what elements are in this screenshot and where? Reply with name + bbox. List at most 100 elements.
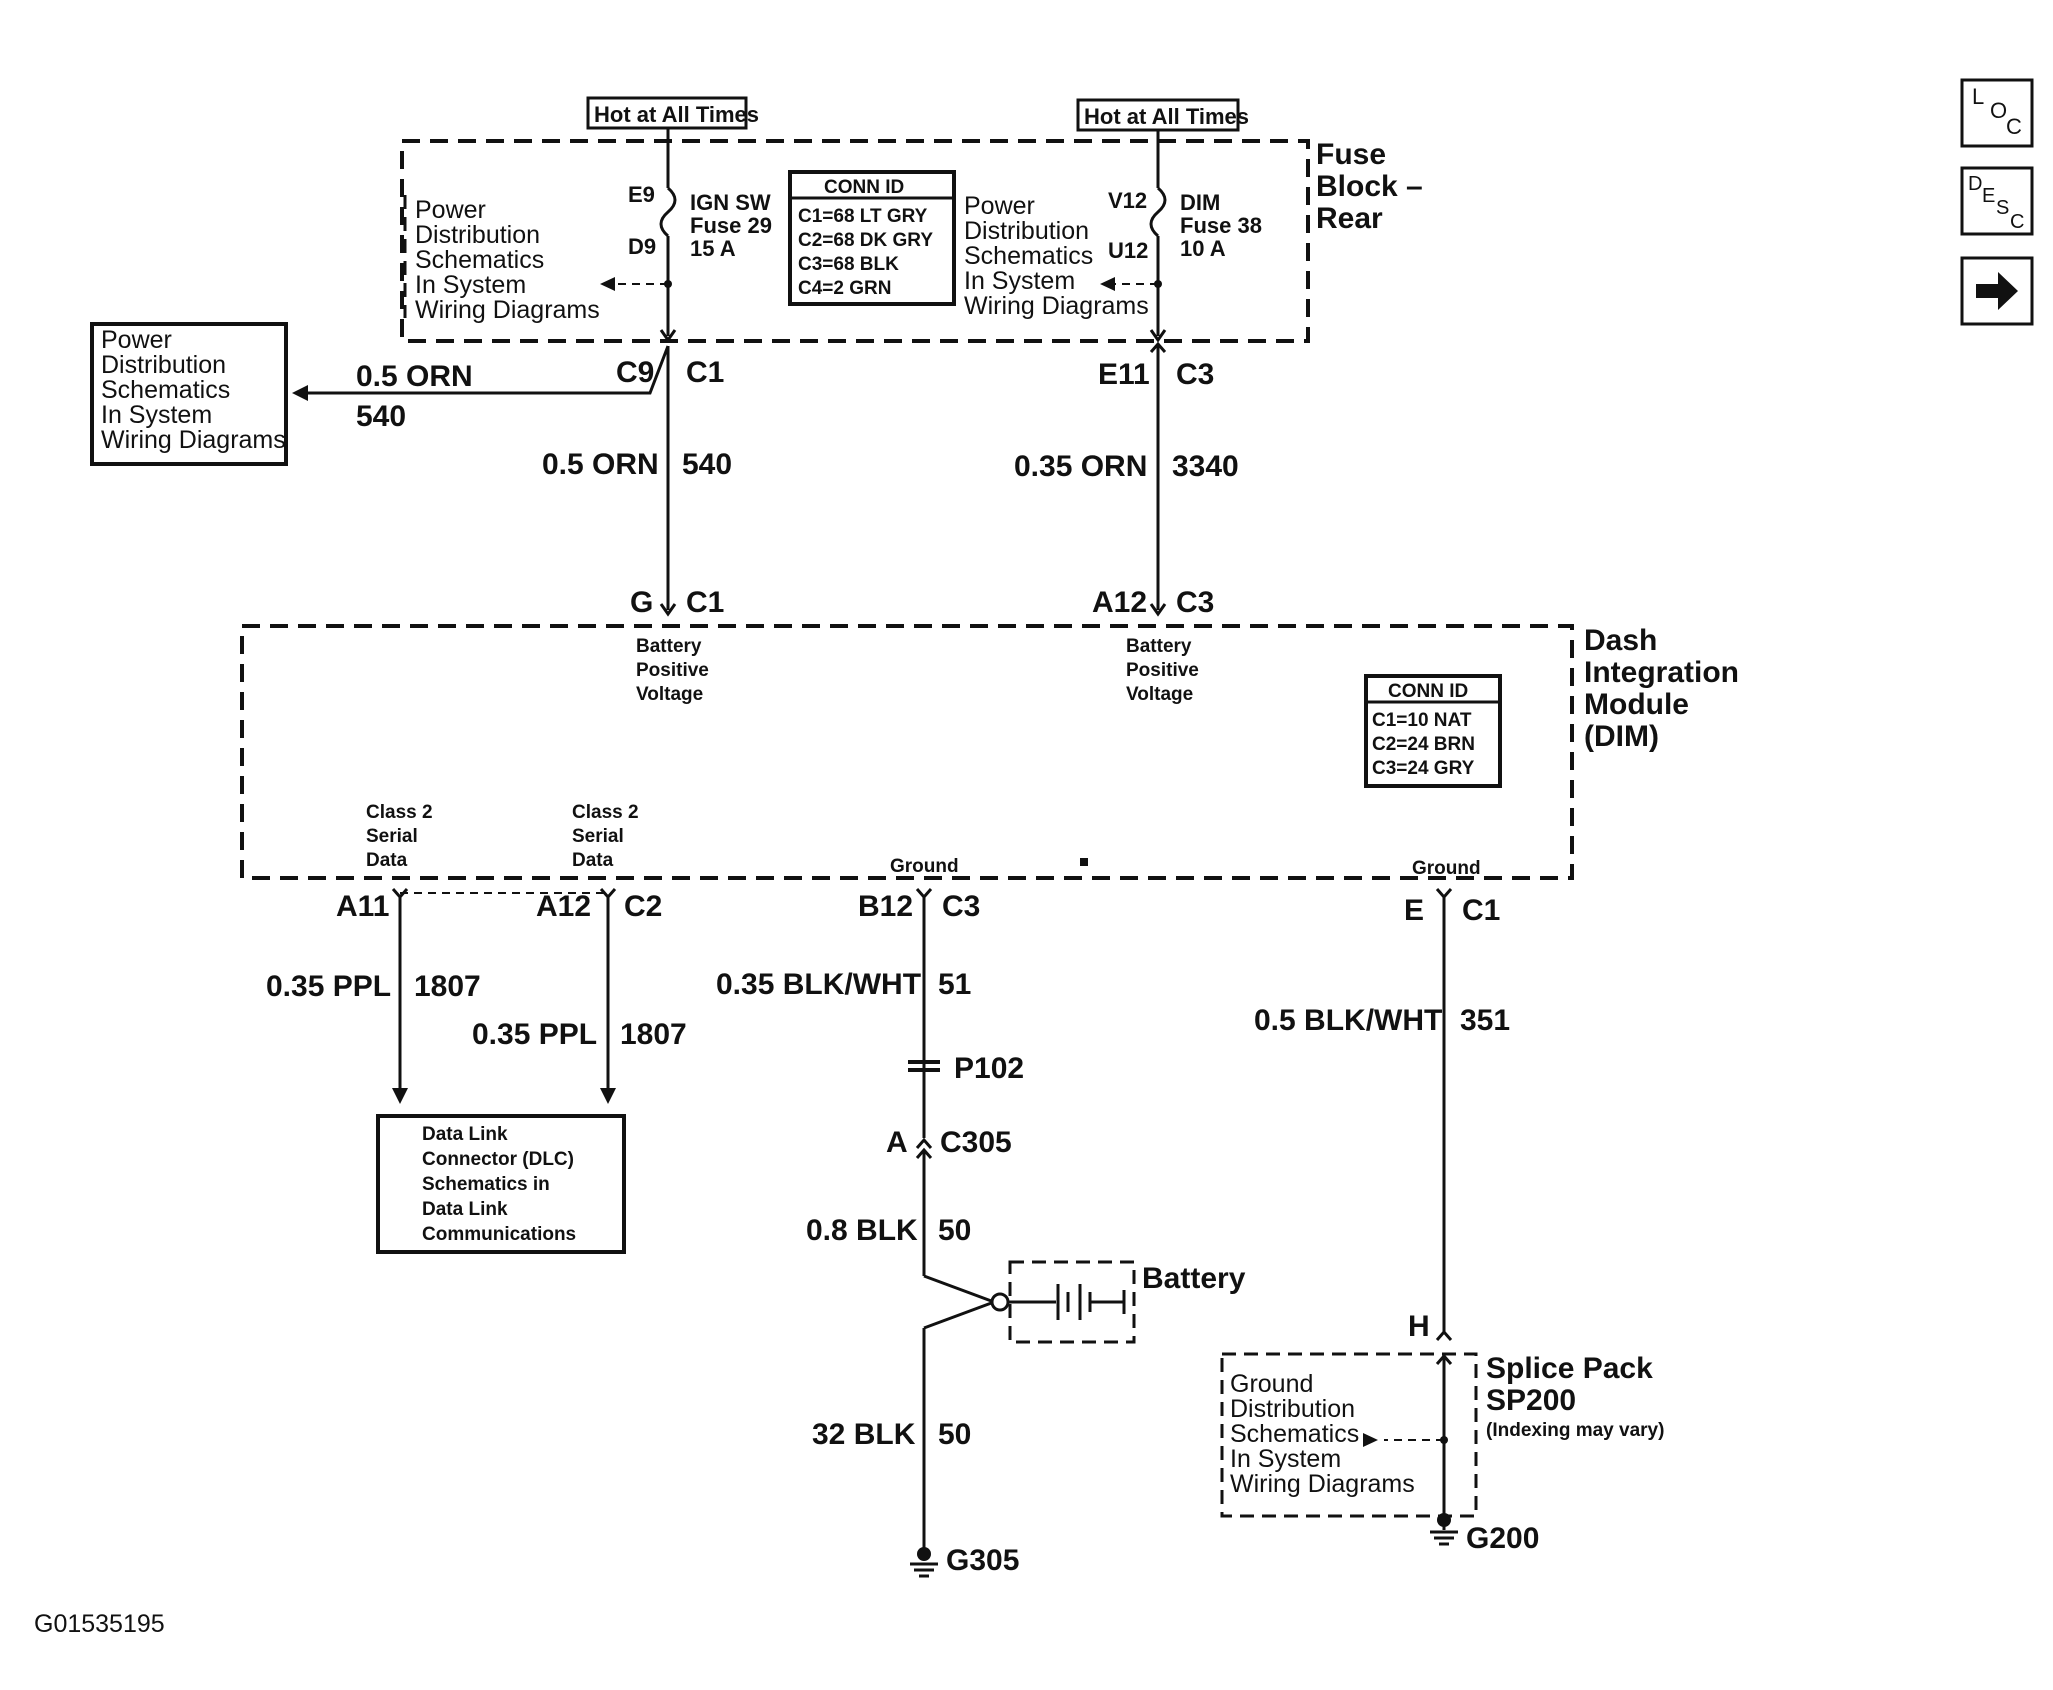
svg-text:Serial: Serial [572, 826, 624, 847]
svg-text:Schematics: Schematics [1230, 1420, 1359, 1448]
fuse-block-outline [400, 139, 1310, 343]
battery-junction [923, 1274, 1056, 1330]
splice-p102: P102 [908, 1052, 1024, 1085]
fuse-38: V12 U12 DIM Fuse 38 10 A [1100, 186, 1262, 343]
svg-text:Wiring Diagrams: Wiring Diagrams [1230, 1470, 1415, 1498]
svg-text:C1: C1 [686, 356, 724, 389]
svg-text:Dash: Dash [1584, 624, 1657, 657]
svg-text:Battery: Battery [636, 636, 702, 657]
loc-icon: L [1972, 84, 1984, 109]
svg-text:Block –: Block – [1316, 170, 1423, 203]
loc-button[interactable]: L O C [1960, 78, 2034, 148]
svg-text:O: O [1990, 98, 2007, 123]
fuse-conn-id-box: CONN ID C1=68 LT GRY C2=68 DK GRY C3=68 … [788, 170, 956, 306]
svg-text:Ground: Ground [1230, 1370, 1313, 1398]
svg-text:V12: V12 [1108, 188, 1147, 213]
svg-text:Schematics: Schematics [101, 376, 230, 404]
svg-text:Class 2: Class 2 [366, 802, 433, 823]
svg-text:DIM: DIM [1180, 190, 1220, 215]
svg-text:50: 50 [938, 1418, 971, 1451]
svg-text:Schematics in: Schematics in [422, 1174, 550, 1195]
svg-text:C: C [2006, 114, 2022, 139]
svg-text:U12: U12 [1108, 238, 1148, 263]
svg-text:C1=68 LT GRY: C1=68 LT GRY [798, 206, 928, 227]
svg-text:G: G [630, 586, 653, 619]
power-dist-note-middle: Power Distribution Schematics In System … [964, 192, 1149, 320]
svg-text:B12: B12 [858, 890, 913, 923]
svg-text:C9: C9 [616, 356, 654, 389]
output-a11: A11 0.35 PPL 1807 [266, 888, 481, 1104]
svg-text:C3: C3 [1176, 586, 1214, 619]
svg-text:A11: A11 [336, 890, 389, 923]
svg-text:E: E [1982, 185, 1995, 207]
wire-540: 0.5 ORN 540 [542, 346, 732, 610]
arrow-left-icon [600, 277, 615, 291]
right-arrow-icon [1976, 272, 2018, 310]
svg-text:3340: 3340 [1172, 450, 1239, 483]
svg-text:C: C [2010, 211, 2024, 233]
svg-text:Splice Pack: Splice Pack [1486, 1352, 1653, 1385]
fuse-29: E9 D9 IGN SW Fuse 29 15 A [600, 182, 772, 343]
svg-text:C1: C1 [1462, 894, 1500, 927]
svg-text:C3: C3 [1176, 358, 1214, 391]
svg-text:C305: C305 [940, 1126, 1012, 1159]
wire-32-blk: 32 BLK 50 [812, 1328, 971, 1550]
svg-text:A12: A12 [1092, 586, 1147, 619]
svg-text:Wiring Diagrams: Wiring Diagrams [964, 292, 1149, 320]
svg-text:Voltage: Voltage [1126, 684, 1193, 705]
svg-text:15 A: 15 A [690, 236, 736, 261]
arrow-right-icon [1363, 1433, 1378, 1447]
desc-button[interactable]: D E S C [1960, 166, 2034, 236]
svg-text:C2=24 BRN: C2=24 BRN [1372, 734, 1475, 755]
dim-input-right: A12 C3 Battery Positive Voltage [1092, 586, 1214, 705]
svg-text:Distribution: Distribution [1230, 1395, 1355, 1423]
svg-text:0.35 PPL: 0.35 PPL [266, 970, 391, 1003]
svg-text:A: A [886, 1126, 908, 1159]
fuse-out-right-connector: E11 C3 [1098, 341, 1214, 391]
power-dist-external-box: Power Distribution Schematics In System … [90, 322, 288, 466]
svg-text:A12: A12 [536, 890, 591, 923]
svg-text:Power: Power [415, 196, 486, 224]
svg-text:Power: Power [964, 192, 1035, 220]
svg-text:In System: In System [964, 267, 1075, 295]
svg-text:0.35 BLK/WHT: 0.35 BLK/WHT [716, 968, 921, 1001]
connector-c305: A C305 0.8 BLK 50 [806, 1074, 1012, 1276]
svg-text:C4=2 GRN: C4=2 GRN [798, 278, 891, 299]
svg-text:Data Link: Data Link [422, 1124, 508, 1145]
dim-outline [240, 624, 1574, 880]
svg-text:Battery: Battery [1126, 636, 1192, 657]
svg-text:540: 540 [682, 448, 732, 481]
svg-text:Positive: Positive [1126, 660, 1199, 681]
splice-pack-sp200: H Splice Pack SP200 (Indexing may vary) [1220, 1310, 1664, 1527]
svg-text:E9: E9 [628, 182, 655, 207]
next-button[interactable] [1960, 256, 2034, 326]
svg-text:Wiring Diagrams: Wiring Diagrams [415, 296, 600, 324]
output-b12: B12 C3 0.35 BLK/WHT 51 [716, 888, 980, 1058]
svg-text:0.35 ORN: 0.35 ORN [1014, 450, 1147, 483]
svg-text:0.8 BLK: 0.8 BLK [806, 1214, 918, 1247]
svg-text:1807: 1807 [620, 1018, 687, 1051]
figure-id: G01535195 [34, 1610, 165, 1638]
left-branch-wire: C9 C1 0.5 ORN 540 [292, 345, 724, 433]
svg-text:50: 50 [938, 1214, 971, 1247]
svg-text:C3=68 BLK: C3=68 BLK [798, 254, 899, 275]
svg-text:Connector (DLC): Connector (DLC) [422, 1149, 574, 1170]
fuse-38-symbol [1149, 186, 1167, 238]
dim-conn-id-box: CONN ID C1=10 NAT C2=24 BRN C3=24 GRY [1364, 674, 1502, 788]
svg-text:Data: Data [572, 850, 614, 871]
svg-text:0.5 ORN: 0.5 ORN [542, 448, 659, 481]
svg-text:0.5 BLK/WHT: 0.5 BLK/WHT [1254, 1004, 1442, 1037]
svg-text:51: 51 [938, 968, 971, 1001]
svg-text:(DIM): (DIM) [1584, 720, 1659, 753]
hot-label-right: Hot at All Times [1076, 98, 1249, 132]
svg-text:351: 351 [1460, 1004, 1510, 1037]
svg-text:SP200: SP200 [1486, 1384, 1576, 1417]
svg-text:540: 540 [356, 400, 406, 433]
hot-label-right-text: Hot at All Times [1084, 104, 1249, 129]
svg-text:E: E [1404, 894, 1424, 927]
svg-text:D9: D9 [628, 234, 656, 259]
svg-text:Rear: Rear [1316, 202, 1383, 235]
svg-text:C3=24 GRY: C3=24 GRY [1372, 758, 1475, 779]
svg-text:32 BLK: 32 BLK [812, 1418, 916, 1451]
svg-text:Power: Power [101, 326, 172, 354]
